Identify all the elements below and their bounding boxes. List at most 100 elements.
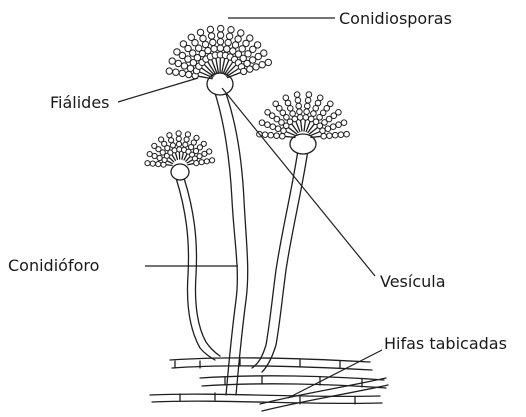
conidium xyxy=(156,162,161,167)
conidium xyxy=(204,159,209,164)
conidium xyxy=(344,131,350,137)
conidium xyxy=(336,122,342,128)
conidium xyxy=(180,41,186,47)
conidium xyxy=(217,39,223,45)
conidium xyxy=(259,61,265,67)
conidium xyxy=(217,32,223,38)
conidium xyxy=(306,92,312,98)
conidium xyxy=(336,110,342,116)
leader-fialides xyxy=(118,78,198,102)
conidium xyxy=(202,41,208,47)
conidium xyxy=(265,122,271,128)
right-conidiophore xyxy=(252,134,316,372)
conidium xyxy=(275,126,281,132)
conidium xyxy=(259,120,265,126)
phialide xyxy=(187,160,192,163)
conidium xyxy=(290,111,296,117)
conidium xyxy=(186,71,192,77)
conidium xyxy=(270,124,276,130)
conidium xyxy=(166,68,172,74)
conidium xyxy=(183,142,188,147)
label-vesicula: Vesícula xyxy=(380,272,446,291)
conidium xyxy=(265,59,271,65)
conidium xyxy=(338,132,344,138)
conidium xyxy=(225,39,231,45)
conidium xyxy=(201,141,206,146)
conidium xyxy=(325,126,331,132)
conidium xyxy=(175,60,181,66)
phialide xyxy=(172,155,175,161)
conidium xyxy=(157,155,162,160)
conidium xyxy=(194,161,199,166)
conidium xyxy=(152,143,157,148)
conidium xyxy=(330,124,336,130)
label-conidioforo: Conidióforo xyxy=(8,256,99,275)
conidium xyxy=(297,115,303,121)
phialide xyxy=(184,154,187,160)
conidium xyxy=(176,142,181,147)
conidium xyxy=(197,29,203,35)
conidium xyxy=(210,158,215,163)
phialide xyxy=(175,153,177,160)
conidium xyxy=(176,131,181,136)
phialide xyxy=(186,156,190,161)
conidium xyxy=(207,149,212,154)
conidium xyxy=(292,116,298,122)
phialide xyxy=(188,164,194,165)
conidium xyxy=(169,138,174,143)
conidium xyxy=(150,161,155,166)
conidium xyxy=(145,161,150,166)
conidium xyxy=(211,46,217,52)
conidium xyxy=(283,95,289,101)
head-centre xyxy=(166,25,271,78)
conidium xyxy=(241,68,247,74)
conidium xyxy=(188,34,194,40)
conidium xyxy=(261,50,267,56)
conidium xyxy=(294,92,300,98)
conidium xyxy=(341,120,347,126)
conidium xyxy=(328,101,334,107)
left-conidiophore xyxy=(171,164,220,360)
conidium xyxy=(305,103,311,109)
conidium xyxy=(305,98,311,104)
conidium xyxy=(176,136,181,141)
leader-hifas xyxy=(288,350,382,398)
conidium xyxy=(265,110,271,116)
conidium xyxy=(179,70,185,76)
centre-conidiophore xyxy=(207,73,248,395)
label-hifas-tabicadas: Hifas tabicadas xyxy=(384,334,507,353)
conidium xyxy=(174,49,180,55)
conidium xyxy=(218,25,224,31)
conidium xyxy=(303,115,309,121)
conidium xyxy=(147,152,152,157)
conidium xyxy=(184,137,189,142)
conidial-heads xyxy=(145,25,350,167)
phialide xyxy=(304,120,305,131)
conidium xyxy=(280,133,286,139)
conidium xyxy=(170,143,175,148)
conidium xyxy=(313,106,319,112)
leader-lines xyxy=(118,18,382,398)
conidium xyxy=(332,132,338,138)
conidium xyxy=(296,103,302,109)
conidium xyxy=(226,33,232,39)
conidium xyxy=(317,95,323,101)
conidium xyxy=(199,160,204,165)
conidium xyxy=(200,35,206,41)
conidium xyxy=(320,128,326,134)
head-right xyxy=(257,92,350,139)
phialide xyxy=(166,165,172,166)
conidium xyxy=(224,46,230,52)
conidium xyxy=(311,111,317,117)
conidium xyxy=(254,42,260,48)
conidium xyxy=(205,47,211,53)
conidium xyxy=(238,30,244,36)
phialide xyxy=(182,152,183,159)
conidium xyxy=(167,133,172,138)
conidium xyxy=(235,36,241,42)
conidium xyxy=(159,137,164,142)
phialide xyxy=(167,161,173,164)
conidium xyxy=(173,69,179,75)
conidium xyxy=(247,35,253,41)
